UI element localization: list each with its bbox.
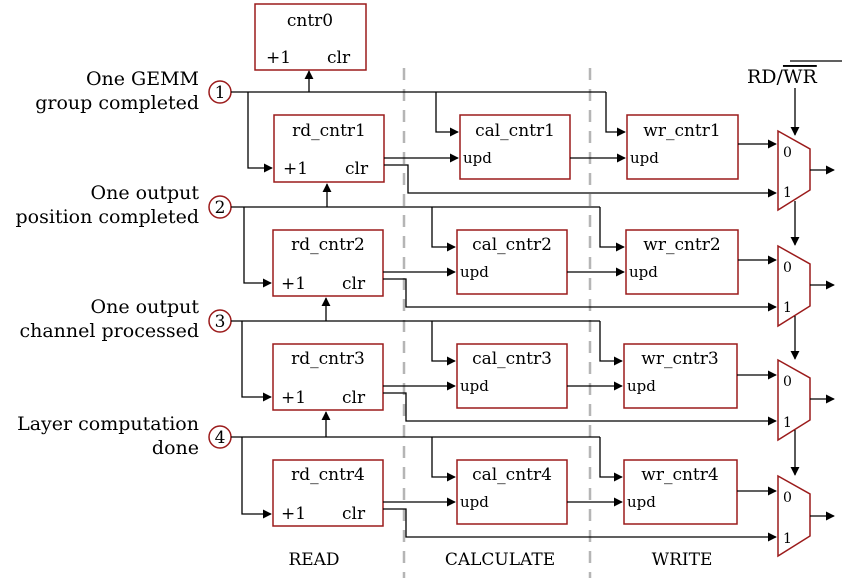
rd3-to-mux3-in1-wire [383,392,777,426]
stage-read-label: READ [288,550,339,570]
cntr0-inc-port: +1 [266,48,291,68]
event-2-line1: One output [91,182,200,204]
event-2-line2: position completed [16,206,199,228]
event-2-to-rd-wire [243,207,272,288]
event-2-to-cal-wire [431,207,456,252]
row-4: Layer computation done 4 rd_cntr4 +1 clr… [17,411,835,558]
rd-cntr1-label: rd_cntr1 [292,121,366,141]
cal-cntr1-block [459,114,571,180]
rd-cntr2-inc-port: +1 [281,274,306,294]
event-1-to-wr-wire [605,92,626,137]
cal-cntr3-block [456,343,568,409]
wr-cntr2-block [625,229,739,295]
mux-1-in0-label: 0 [783,145,792,161]
wr-cntr2-label: wr_cntr2 [643,235,720,255]
rd-cntr3-block [272,343,384,411]
wr-cntr4-block [623,459,738,525]
rd-cntr2-clr-port: clr [342,274,366,294]
mux-1-in1-label: 1 [783,185,792,201]
mux-3 [777,358,811,442]
mux-4-in1-label: 1 [783,531,792,547]
cal-cntr2-upd-port: upd [460,263,489,281]
event-4-to-wr-wire [599,437,623,482]
row-1: One GEMM group completed 1 rd_cntr1 +1 c… [35,68,835,212]
rd1-to-mux1-in1-wire [384,164,777,198]
event-4-to-cal-wire [431,437,456,482]
mux-3-in1-label: 1 [783,415,792,431]
rd-cntr3-inc-port: +1 [281,388,306,408]
event-3-line1: One output [91,296,200,318]
event-2-to-wr-wire [599,207,625,252]
mux-1 [777,129,811,212]
stage-calculate-label: CALCULATE [445,550,555,570]
event-3-to-rd-wire [241,321,272,402]
wr-cntr1-upd-port: upd [630,149,659,167]
wr-cntr1-label: wr_cntr1 [643,121,720,141]
cal-cntr1-upd-port: upd [463,149,492,167]
row-2: One output position completed 2 rd_cntr2… [16,182,835,328]
cal-cntr4-upd-port: upd [460,493,489,511]
cal-cntr1-label: cal_cntr1 [475,121,555,141]
cntr0-label: cntr0 [287,11,333,31]
cal-cntr4-block [456,459,568,525]
wr-cntr4-upd-port: upd [627,493,656,511]
event-1-line1: One GEMM [86,68,199,90]
wr-cntr4-label: wr_cntr4 [641,465,718,485]
rd2-to-mux2-in1-wire [383,278,777,312]
rd-cntr2-label: rd_cntr2 [291,235,365,255]
cntr0-block: cntr0 +1 clr [254,3,367,71]
cal-cntr3-label: cal_cntr3 [472,349,552,369]
event-1-to-cal-wire [435,92,459,137]
event-3-to-wr-wire [599,321,623,366]
event-4-line1: Layer computation [17,413,199,435]
rd4-to-mux4-in1-wire [383,508,777,542]
wr-cntr3-label: wr_cntr3 [641,349,718,369]
rd-cntr4-label: rd_cntr4 [291,465,365,485]
rd-cntr3-clr-port: clr [342,388,366,408]
cal-cntr4-label: cal_cntr4 [472,465,552,485]
mux-2-in1-label: 1 [783,300,792,316]
stage-write-label: WRITE [652,550,713,570]
event-3-line2: channel processed [19,320,199,342]
rd-cntr3-label: rd_cntr3 [291,349,365,369]
event-1-to-rd-wire [247,92,273,173]
mux-4 [777,474,811,558]
mux-2 [777,244,811,328]
cntr0-clr-port: clr [327,48,351,68]
cal-cntr2-block [456,229,568,295]
cal-cntr3-upd-port: upd [460,377,489,395]
wr-cntr3-block [623,343,738,409]
wr-cntr2-upd-port: upd [629,263,658,281]
mux-4-in0-label: 0 [783,490,792,506]
event-3-to-cal-wire [431,321,456,366]
row-3: One output channel processed 3 rd_cntr3 … [19,296,835,442]
wr-cntr1-block [626,114,739,180]
event-3-number: 3 [215,312,226,332]
event-4-to-rd-wire [241,437,272,519]
event-1-line2: group completed [35,92,199,114]
rd-cntr4-block [272,459,384,527]
event-4-line2: done [152,437,199,459]
mux-2-in0-label: 0 [783,260,792,276]
mux-3-in0-label: 0 [783,374,792,390]
event-4-number: 4 [215,428,226,448]
rd-cntr1-block [273,114,385,183]
rd-cntr1-inc-port: +1 [283,159,308,179]
rd-cntr4-inc-port: +1 [281,504,306,524]
rd-cntr1-clr-port: clr [345,159,369,179]
rd-cntr2-block [272,229,384,297]
event-1-number: 1 [215,83,226,103]
cal-cntr2-label: cal_cntr2 [472,235,552,255]
rd-wr-label: RD/WR [747,66,817,88]
wr-cntr3-upd-port: upd [627,377,656,395]
rd-cntr4-clr-port: clr [342,504,366,524]
event-2-number: 2 [215,198,226,218]
